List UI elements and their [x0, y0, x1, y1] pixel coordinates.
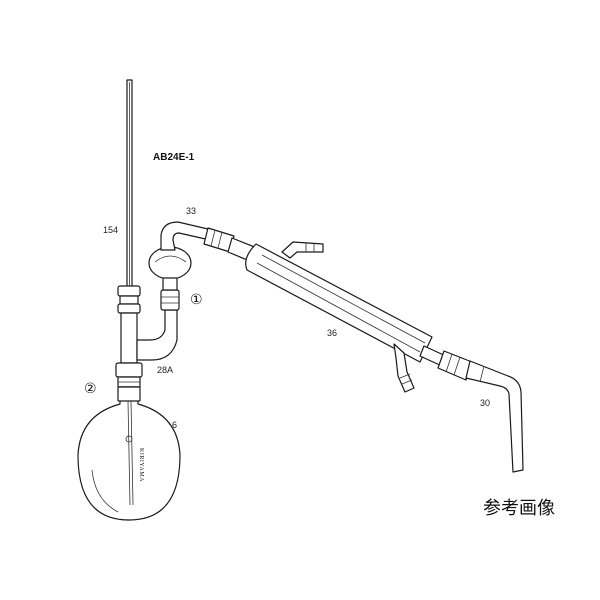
receiver-adapter: [437, 350, 524, 473]
model-label: AB24E-1: [153, 152, 195, 163]
distilling-head: [115, 289, 180, 388]
callout-1: ①: [190, 291, 203, 307]
flask-stamp: KIRIYAMA: [138, 448, 144, 482]
receiver-adapter-label: 30: [480, 398, 490, 408]
condenser-label: 36: [327, 328, 337, 338]
distilling-head-label: 28A: [157, 365, 173, 375]
thermometer-label: 154: [103, 225, 118, 235]
round-bottom-flask: [77, 386, 181, 521]
adapter-label: 33: [186, 206, 196, 216]
thermometer-adapter-joint: [117, 285, 141, 314]
condenser: [227, 237, 449, 393]
callout-2: ②: [84, 380, 97, 396]
bulb-adapter: [148, 221, 235, 291]
reference-image-caption: 参考画像: [483, 498, 555, 519]
flask-label: 6: [172, 420, 177, 430]
